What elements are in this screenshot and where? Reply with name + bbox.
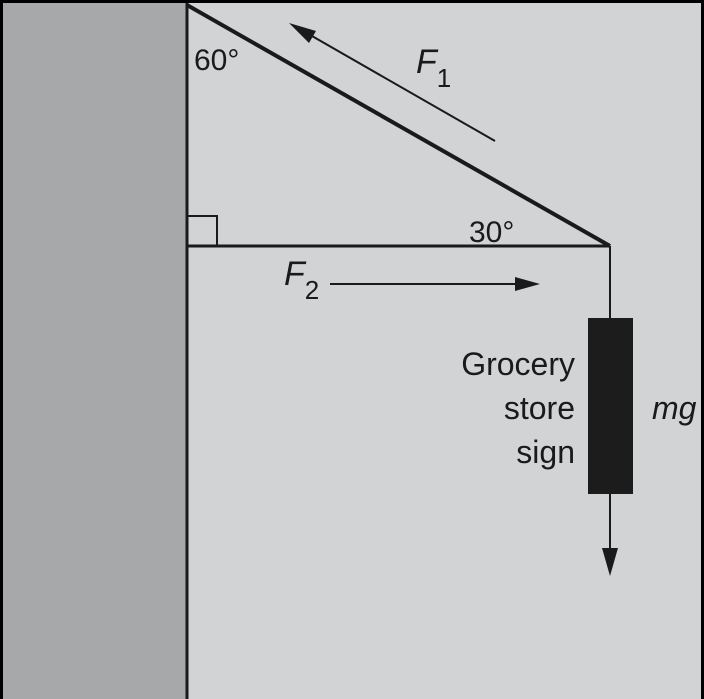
- f1-arrow-shaft: [304, 31, 496, 142]
- f1-label-sub: 1: [437, 63, 451, 93]
- grocery-sign: [588, 318, 633, 494]
- sign-label-line2: store: [504, 390, 575, 426]
- f2-label-sub: 2: [305, 275, 319, 305]
- sign-label-line1: Grocery: [461, 346, 575, 382]
- right-angle-marker: [187, 215, 218, 246]
- angle-top-label: 60°: [194, 44, 239, 77]
- angle-right-label: 30°: [469, 216, 514, 249]
- weight-arrow-head: [602, 548, 618, 576]
- weight-label: mg: [652, 390, 697, 426]
- f2-arrow-head: [515, 277, 540, 291]
- f2-label: F2: [284, 255, 319, 305]
- f2-label-main: F: [284, 255, 307, 293]
- sign-label-line3: sign: [516, 434, 575, 470]
- f1-label: F1: [416, 43, 451, 93]
- diagonal-cable: [186, 3, 611, 248]
- f1-arrow-head: [289, 23, 316, 43]
- f1-label-main: F: [416, 43, 439, 81]
- wall: [3, 3, 187, 699]
